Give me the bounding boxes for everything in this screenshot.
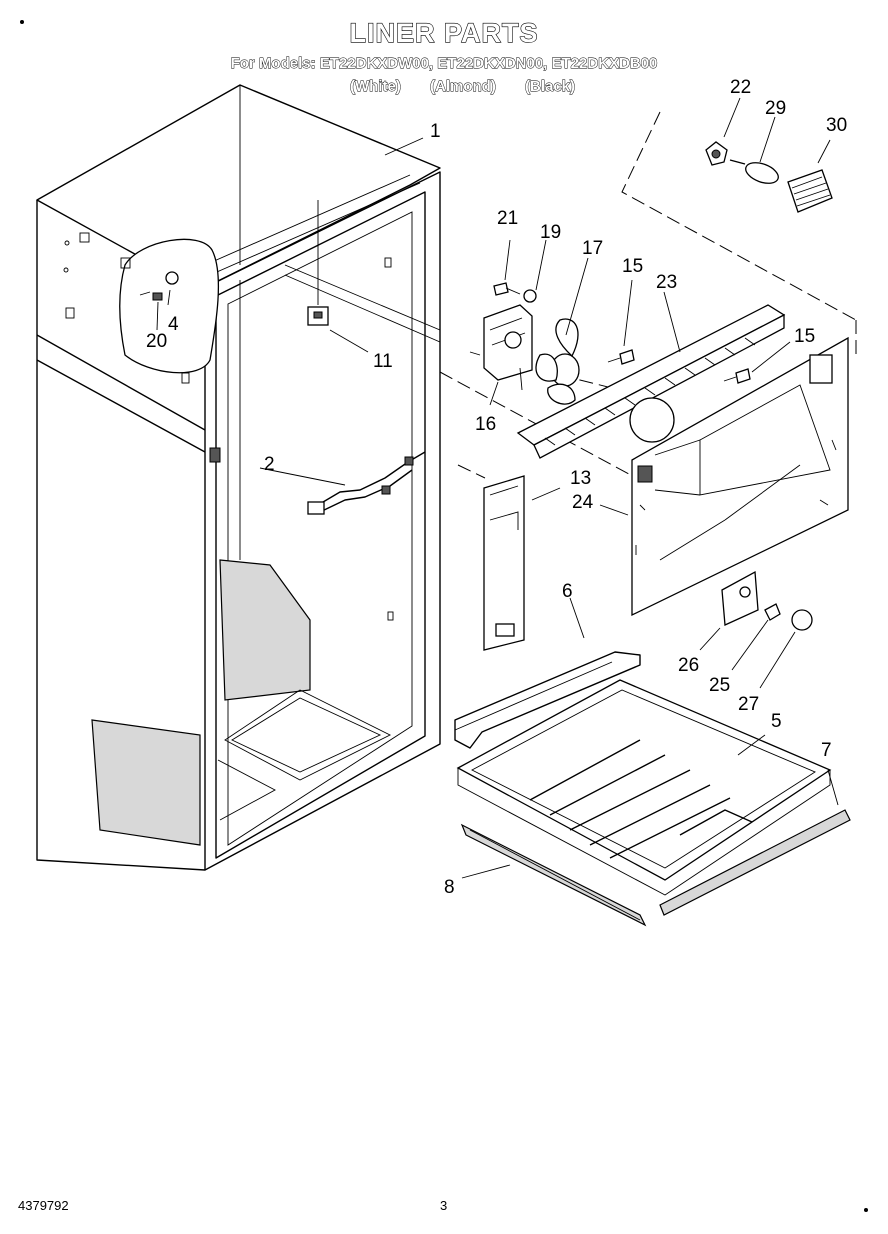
callout-27: 27	[738, 694, 759, 715]
callout-17: 17	[582, 238, 603, 259]
damper-parts	[721, 570, 813, 631]
callout-1: 1	[430, 121, 441, 142]
color-label-almond: (Almond)	[430, 78, 497, 96]
callout-23: 23	[656, 272, 677, 293]
trim-strip-right	[659, 809, 851, 916]
callout-24: 24	[572, 492, 594, 513]
document-number: 4379792	[18, 1198, 69, 1213]
corner-mark-top-left	[20, 20, 24, 24]
trim-strip-bottom	[460, 823, 647, 927]
air-duct	[516, 304, 786, 459]
color-label-white: (White)	[350, 78, 402, 96]
air-diffuser	[483, 475, 525, 651]
callout-5: 5	[771, 711, 782, 732]
corner-mark-bottom-right	[864, 1208, 868, 1212]
fan-motor-assembly	[469, 282, 751, 405]
liner-cabinet	[36, 84, 441, 871]
guide-line-duct	[457, 464, 486, 479]
callout-22: 22	[730, 77, 751, 98]
lamp-group	[621, 111, 857, 360]
crisper-support-frame	[454, 651, 641, 749]
callout-21: 21	[497, 208, 518, 229]
callout-25: 25	[709, 675, 730, 696]
callout-16: 16	[475, 414, 496, 435]
light-socket-assembly	[307, 200, 329, 326]
callout-15-right: 15	[794, 326, 815, 347]
wire-harness	[307, 451, 426, 515]
crisper-tray	[456, 679, 832, 896]
evaporator-cover	[631, 336, 849, 617]
callout-11: 11	[373, 351, 393, 372]
callout-29: 29	[765, 98, 786, 119]
page-title: LINER PARTS	[349, 17, 539, 48]
callout-19: 19	[540, 222, 561, 243]
color-label-black: (Black)	[525, 78, 576, 96]
callout-26: 26	[678, 655, 699, 676]
callout-4: 4	[168, 314, 179, 335]
callout-8: 8	[444, 877, 455, 898]
leader-lines	[156, 97, 839, 879]
models-line: For Models: ET22DKXDW00, ET22DKXDN00, ET…	[230, 55, 658, 73]
callout-2: 2	[264, 454, 275, 475]
callout-20: 20	[146, 331, 167, 352]
callout-15-upper: 15	[622, 256, 643, 277]
callout-6: 6	[562, 581, 573, 602]
callout-30: 30	[826, 115, 847, 136]
callout-13: 13	[570, 468, 591, 489]
light-switch-assembly	[139, 271, 179, 301]
callout-7: 7	[821, 740, 832, 761]
page-number: 3	[440, 1198, 448, 1213]
